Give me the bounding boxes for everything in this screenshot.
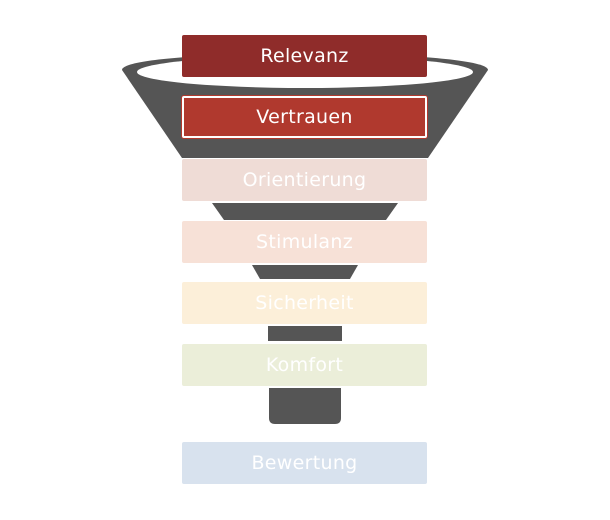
stage-label: Orientierung: [242, 169, 367, 191]
stage-label: Bewertung: [251, 452, 358, 474]
stage-komfort: Komfort: [182, 344, 427, 386]
stage-sicherheit: Sicherheit: [182, 282, 427, 324]
stage-label: Relevanz: [260, 45, 349, 67]
stage-label: Vertrauen: [256, 106, 353, 128]
funnel-section-4: [268, 326, 342, 341]
stage-bewertung: Bewertung: [182, 442, 427, 484]
funnel-spout: [269, 388, 341, 424]
stage-vertrauen: Vertrauen: [182, 96, 427, 138]
stage-label: Sicherheit: [255, 292, 354, 314]
stage-label: Stimulanz: [256, 231, 353, 253]
funnel-section-2: [212, 203, 398, 220]
stage-label: Komfort: [265, 354, 344, 376]
stage-relevanz: Relevanz: [182, 35, 427, 77]
stage-stimulanz: Stimulanz: [182, 221, 427, 263]
stage-orientierung: Orientierung: [182, 159, 427, 201]
funnel-section-3: [252, 265, 358, 279]
